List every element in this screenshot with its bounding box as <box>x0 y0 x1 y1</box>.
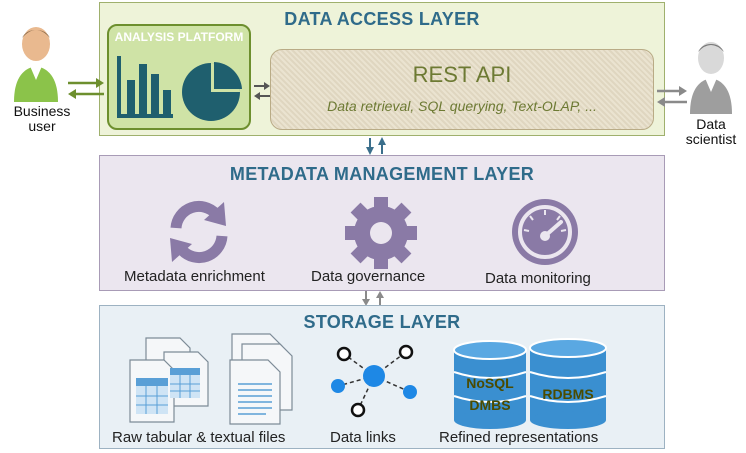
analysis-platform-box: ANALYSIS PLATFORM <box>107 24 251 130</box>
tabular-files-icon <box>129 337 209 423</box>
bar-chart-icon <box>117 56 173 118</box>
data-access-layer-title: DATA ACCESS LAYER <box>284 9 480 29</box>
data-scientist-arrows <box>657 86 687 107</box>
refresh-icon <box>170 200 228 264</box>
data-links-label: Data links <box>330 429 396 446</box>
rdbms-database-icon <box>529 338 607 429</box>
rest-api-subtitle: Data retrieval, SQL querying, Text-OLAP,… <box>327 98 597 114</box>
data-links-network-icon <box>331 344 417 418</box>
nosql-database-icon <box>453 340 527 429</box>
data-scientist-icon <box>690 42 732 114</box>
business-user-label-line2: user <box>28 118 56 134</box>
business-user-icon <box>14 27 58 102</box>
nosql-label-line1: NoSQL <box>466 375 514 391</box>
data-scientist-label-line1: Data <box>696 116 726 132</box>
storage-layer-title: STORAGE LAYER <box>303 312 461 332</box>
business-user-arrows <box>68 78 104 99</box>
rest-api-box: REST API Data retrieval, SQL querying, T… <box>270 49 654 130</box>
text-documents-icon <box>229 333 293 425</box>
analysis-platform-title: ANALYSIS PLATFORM <box>114 30 244 44</box>
access-metadata-arrows <box>366 137 386 155</box>
metadata-enrichment-label: Metadata enrichment <box>124 268 265 285</box>
metadata-layer-title: METADATA MANAGEMENT LAYER <box>229 164 535 184</box>
dashboard-gauge-icon <box>512 199 578 265</box>
rest-api-title: REST API <box>412 62 512 87</box>
data-scientist-label-line2: scientist <box>685 131 737 147</box>
nosql-label: NoSQL DMBS <box>456 372 524 416</box>
data-monitoring-label: Data monitoring <box>485 270 591 287</box>
business-user-label: Business user <box>4 104 80 134</box>
refined-representations-label: Refined representations <box>439 429 599 446</box>
metadata-storage-arrows <box>362 291 384 306</box>
nosql-label-line2: DMBS <box>469 397 511 413</box>
data-scientist-label: Data scientist <box>676 117 746 147</box>
analysis-rest-arrows <box>254 82 270 100</box>
raw-files-label: Raw tabular & textual files <box>112 429 286 446</box>
business-user-label-line1: Business <box>13 103 71 119</box>
gear-icon <box>345 197 417 269</box>
rdbms-label: RDBMS <box>542 386 594 402</box>
data-governance-label: Data governance <box>311 268 426 285</box>
pie-chart-icon <box>182 62 242 121</box>
